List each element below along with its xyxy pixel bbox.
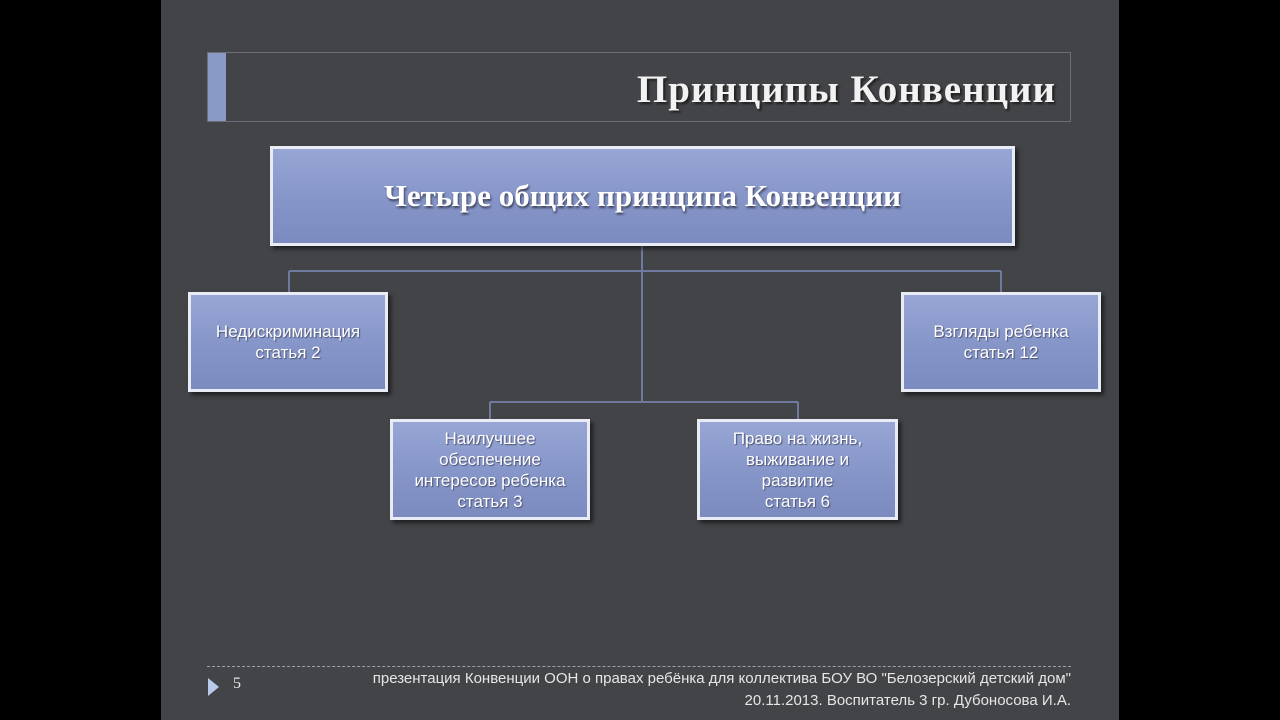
org-chart-connectors [288,246,1002,421]
root-node-label: Четыре общих принципа Конвенции [384,178,901,213]
node-best-interests-label: Наилучшее обеспечение интересов ребенка … [414,428,566,511]
slide: Принципы Конвенции Четыре общих принципа… [161,0,1119,720]
root-node: Четыре общих принципа Конвенции [270,146,1015,246]
footer-line-1: презентация Конвенции ООН о правах ребён… [372,670,1071,687]
triangle-right-icon [208,678,219,696]
node-right-to-life-label: Право на жизнь, выживание и развитие ста… [732,428,863,511]
node-best-interests: Наилучшее обеспечение интересов ребенка … [390,419,590,520]
footer-divider [207,666,1071,667]
node-child-views-label: Взгляды ребенка статья 12 [933,322,1069,362]
footer-text: презентация Конвенции ООН о правах ребён… [251,668,1071,712]
title-accent-bar [208,53,226,121]
node-child-views: Взгляды ребенка статья 12 [901,292,1101,392]
footer-line-2: 20.11.2013. Воспитатель 3 гр. Дубоносова… [744,692,1071,709]
node-right-to-life: Право на жизнь, выживание и развитие ста… [697,419,898,520]
slide-number: 5 [233,675,241,692]
slide-title: Принципы Конвенции [636,68,1056,111]
node-non-discrimination-label: Недискриминация статья 2 [215,322,361,362]
node-non-discrimination: Недискриминация статья 2 [188,292,388,392]
title-frame: Принципы Конвенции [207,52,1071,122]
